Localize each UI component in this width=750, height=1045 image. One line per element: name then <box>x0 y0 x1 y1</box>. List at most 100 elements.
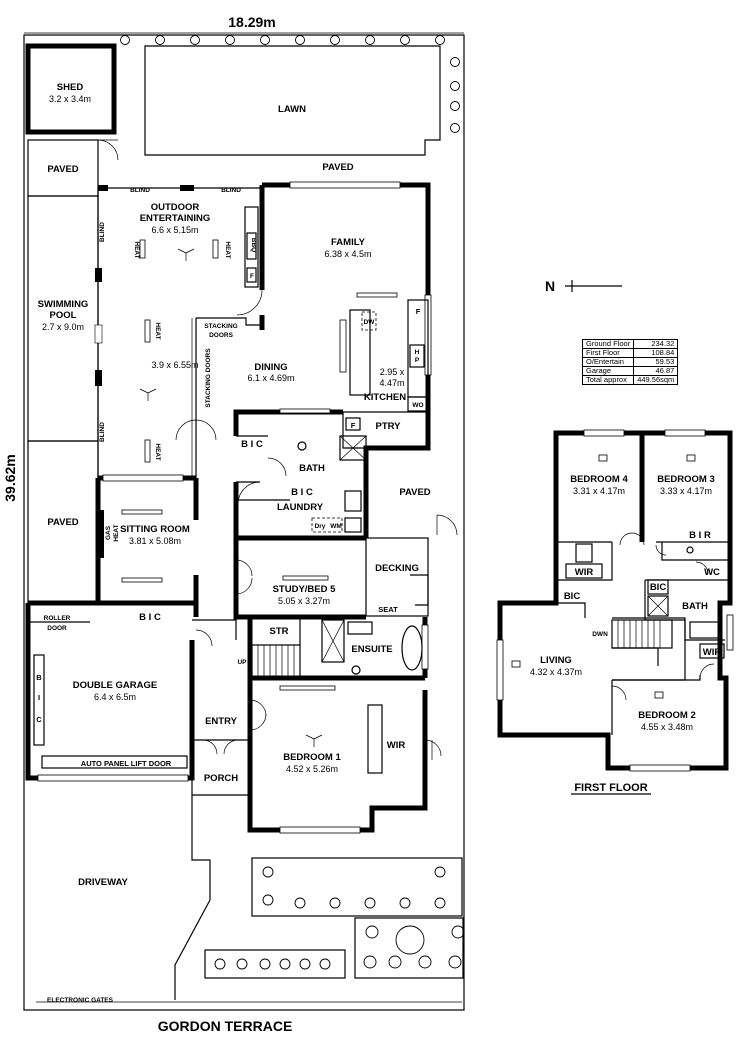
seat-label: SEAT <box>378 605 398 614</box>
bedroom-1-wir-label: WIR <box>387 740 406 751</box>
bedroom-1-dims: 4.52 x 5.26m <box>286 764 338 774</box>
bedroom-4-name: BEDROOM 4 <box>570 474 628 485</box>
heat-label-4: HEAT <box>154 443 161 460</box>
heat-label-1: HEAT <box>133 241 140 258</box>
hotplate-label-1: H <box>415 349 420 356</box>
bedroom-2-dims: 4.55 x 3.48m <box>641 722 693 732</box>
wall-oven-label: WO <box>412 402 423 409</box>
gas-heat-label: HEAT <box>113 524 120 541</box>
first-floor-windows <box>496 429 734 772</box>
paved-left-2-label: PAVED <box>47 517 78 528</box>
pool-name-2: POOL <box>50 310 77 321</box>
heat-label-3: HEAT <box>154 322 161 339</box>
outdoor-fridge-label: F <box>250 273 254 280</box>
bath-label: BATH <box>299 463 325 474</box>
pantry-fridge-label: F <box>351 421 356 430</box>
outdoor-name-1: OUTDOOR <box>151 202 200 213</box>
kitchen-name: KITCHEN <box>364 392 406 403</box>
bedroom-2-name: BEDROOM 2 <box>638 710 696 721</box>
porch-label: PORCH <box>204 773 238 784</box>
bbq-label: BBQ <box>250 238 257 252</box>
garage-dims: 6.4 x 6.5m <box>94 692 136 702</box>
garage-bic-c: C <box>36 715 42 724</box>
area-value: 449.56sqm <box>633 375 679 385</box>
outdoor-entertaining-area <box>94 185 262 478</box>
roller-door-label-2: DOOR <box>47 625 67 632</box>
washing-machine-label: WM <box>330 523 342 530</box>
outdoor-dims: 6.6 x 5.15m <box>151 225 198 235</box>
paved-top-label: PAVED <box>322 162 353 173</box>
first-bic-label-1: BIC <box>564 591 581 602</box>
bbq-bench <box>244 206 259 288</box>
bedroom-3-dims: 3.33 x 4.17m <box>660 486 712 496</box>
shed-name: SHED <box>57 82 84 93</box>
paved-right-label: PAVED <box>399 487 430 498</box>
street-name: GORDON TERRACE <box>158 1018 293 1034</box>
driveway-edge <box>174 795 211 1000</box>
blind-label-2: BLIND <box>221 187 241 194</box>
gas-label: GAS <box>105 525 112 540</box>
north-arrow-icon <box>565 280 622 292</box>
gas-heater <box>96 510 104 558</box>
study-dims: 5.05 x 3.27m <box>278 596 330 606</box>
auto-door-label: AUTO PANEL LIFT DOOR <box>81 759 172 768</box>
driveway-label: DRIVEWAY <box>78 877 128 888</box>
garden-bed <box>251 857 463 917</box>
outdoor-name-2: ENTERTAINING <box>140 213 211 224</box>
electronic-gates-label: ELECTRONIC GATES <box>47 997 114 1004</box>
bedroom-1-name: BEDROOM 1 <box>283 752 341 763</box>
area-label: Total approx <box>581 375 635 385</box>
first-bath-label: BATH <box>682 601 708 612</box>
garage-bic-i: I <box>38 693 40 702</box>
roller-door-label-1: ROLLER <box>44 615 71 622</box>
site-width-label: 18.29m <box>228 14 275 30</box>
first-bir-label: B I R <box>689 530 711 541</box>
stacking-doors-label-3: STACKING DOORS <box>205 348 212 408</box>
north-label: N <box>545 278 555 294</box>
ceiling-fan-icon <box>139 248 323 747</box>
ensuite-label: ENSUITE <box>351 644 392 655</box>
blind-label-4: BLIND <box>99 422 106 442</box>
first-wc-label: WC <box>704 567 720 578</box>
dryer-label: Dry <box>315 523 326 530</box>
paved-left-1-label: PAVED <box>47 164 78 175</box>
lawn-label: LAWN <box>278 104 306 115</box>
dishwasher-label: DW <box>364 319 376 326</box>
dining-dims: 6.1 x 4.69m <box>247 373 294 383</box>
kitchen-dims-2: 4.47m <box>379 378 404 388</box>
shed <box>25 43 117 135</box>
bedroom-3-name: BEDROOM 3 <box>657 474 715 485</box>
stairs <box>251 617 301 678</box>
first-bic-label-2: BIC <box>650 582 667 593</box>
storage-label: STR <box>270 626 289 637</box>
garden-shrubs <box>214 866 465 970</box>
first-wir-label-2: WIR <box>703 647 722 658</box>
hall-bic-label: B I C <box>241 439 263 450</box>
decking-label: DECKING <box>375 563 419 574</box>
first-wir-label-1: WIR <box>575 567 594 578</box>
stairs-up-label: UP <box>237 659 247 666</box>
living-name: LIVING <box>540 655 572 666</box>
pantry-label: PTRY <box>376 421 402 432</box>
sitting-room-dims: 3.81 x 5.08m <box>129 536 181 546</box>
stacking-doors-label-2: DOORS <box>209 332 234 339</box>
heater-icons <box>139 239 219 463</box>
garage-name: DOUBLE GARAGE <box>73 680 157 691</box>
shed-dims: 3.2 x 3.4m <box>49 94 91 104</box>
kitchen-fridge-label: F <box>416 307 421 316</box>
bedroom-4-dims: 3.31 x 4.17m <box>573 486 625 496</box>
heat-label-2: HEAT <box>224 241 231 258</box>
first-floor-title: FIRST FLOOR <box>574 782 647 794</box>
laundry-bic-label: B I C <box>291 487 313 498</box>
first-stairs-down-label: DWN <box>592 631 608 638</box>
lawn-area <box>144 45 441 156</box>
garage-bic-b: B <box>36 673 42 682</box>
first-floor-stairs <box>611 619 673 666</box>
laundry-label: LAUNDRY <box>277 502 324 513</box>
blind-label-1: BLIND <box>130 187 150 194</box>
site-depth-label: 39.62m <box>2 454 18 501</box>
kitchen-island <box>339 299 429 412</box>
sitting-room-name: SITTING ROOM <box>120 524 190 535</box>
